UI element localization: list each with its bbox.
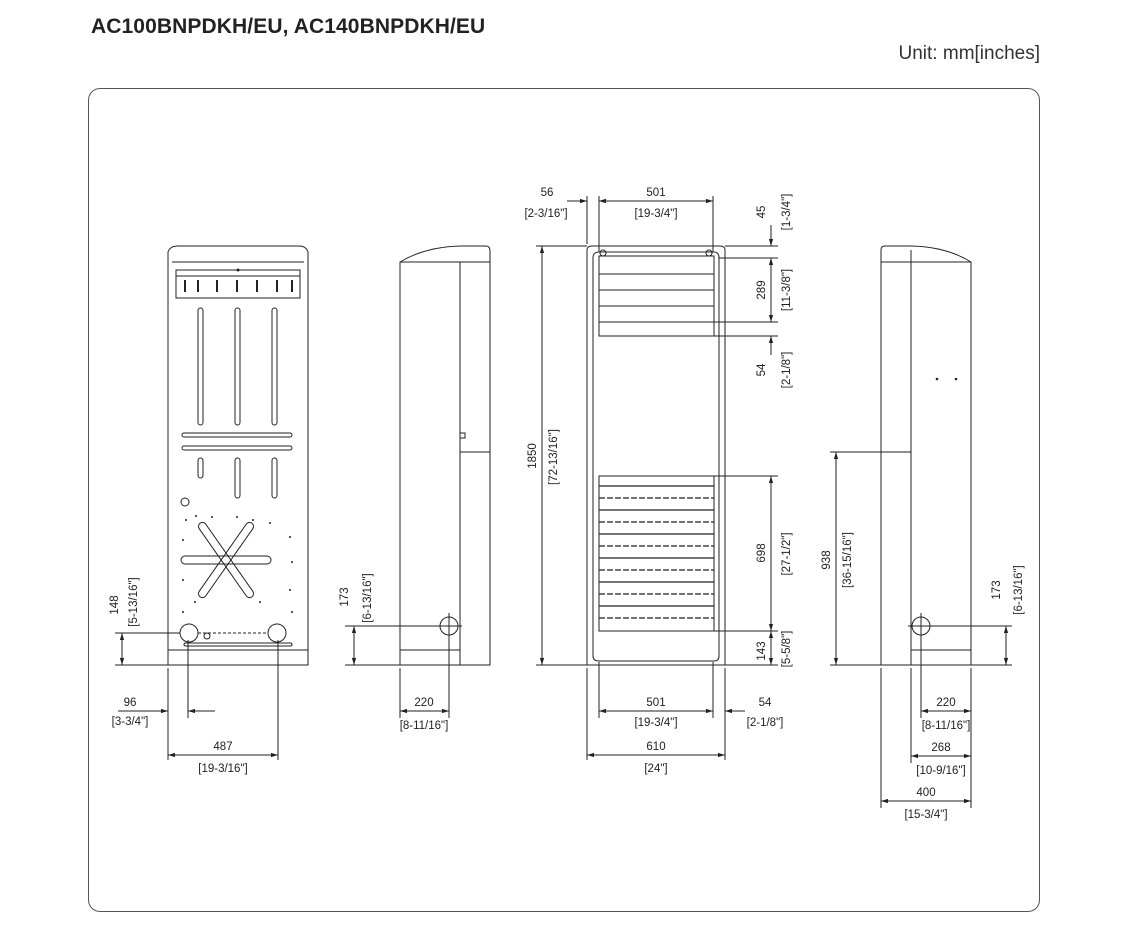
dim-front-54-bottom: 54 (759, 697, 772, 709)
dim-rear-148-inch: [5-13/16"] (128, 577, 140, 626)
dim-front-143-inch: [5-5/8"] (781, 631, 793, 668)
dim-right-173: 173 (991, 580, 1003, 599)
dim-right-400-inch: [15-3/4"] (904, 809, 947, 821)
dim-front-1850: 1850 (527, 443, 539, 469)
right-side-view (830, 245, 1012, 808)
dim-front-289: 289 (756, 280, 768, 299)
dim-front-143: 143 (756, 641, 768, 660)
dim-front-698-inch: [27-1/2"] (781, 532, 793, 575)
unit-label: Unit: mm[inches] (898, 43, 1040, 64)
dim-front-501-top-inch: [19-3/4"] (634, 208, 677, 220)
dim-right-938: 938 (821, 550, 833, 569)
front-view (536, 196, 778, 760)
dim-front-45: 45 (756, 206, 768, 219)
dim-left-173: 173 (339, 587, 351, 606)
dim-front-289-inch: [11-3/8"] (781, 269, 793, 311)
dim-left-220-inch: [8-11/16"] (400, 720, 449, 732)
left-side-view (345, 245, 491, 718)
dim-front-1850-inch: [72-13/16"] (548, 429, 560, 485)
dim-front-54-side-inch: [2-1/8"] (781, 352, 793, 389)
dim-front-45-inch: [1-3/4"] (781, 194, 793, 231)
dim-right-268-inch: [10-9/16"] (916, 765, 965, 777)
dim-left-173-inch: [6-13/16"] (362, 573, 374, 622)
dim-rear-487: 487 (213, 741, 232, 753)
dim-right-220-inch: [8-11/16"] (922, 720, 971, 732)
dim-front-56-inch: [2-3/16"] (524, 208, 567, 220)
dim-right-938-inch: [36-15/16"] (842, 532, 854, 588)
dim-rear-96-inch: [3-3/4"] (112, 716, 149, 728)
dim-front-698: 698 (756, 543, 768, 562)
dim-front-56: 56 (541, 187, 554, 199)
dim-rear-96: 96 (124, 697, 137, 709)
page-title: AC100BNPDKH/EU, AC140BNPDKH/EU (91, 15, 486, 38)
dim-right-173-inch: [6-13/16"] (1013, 565, 1025, 614)
dim-front-54-bottom-inch: [2-1/8"] (747, 717, 784, 729)
dim-rear-148: 148 (109, 595, 121, 614)
rear-view (115, 245, 309, 760)
dim-right-268: 268 (931, 742, 950, 754)
dim-front-501-bottom-inch: [19-3/4"] (634, 717, 677, 729)
dim-right-220: 220 (936, 697, 955, 709)
dim-left-220: 220 (414, 697, 433, 709)
dim-front-501-bottom: 501 (646, 697, 665, 709)
dim-front-610: 610 (646, 741, 665, 753)
drawing-frame (88, 88, 1040, 912)
dim-front-610-inch: [24"] (644, 763, 667, 775)
dim-right-400: 400 (916, 787, 935, 799)
dim-rear-487-inch: [19-3/16"] (198, 763, 247, 775)
dim-front-54-side: 54 (756, 363, 768, 376)
dim-front-501-top: 501 (646, 187, 665, 199)
